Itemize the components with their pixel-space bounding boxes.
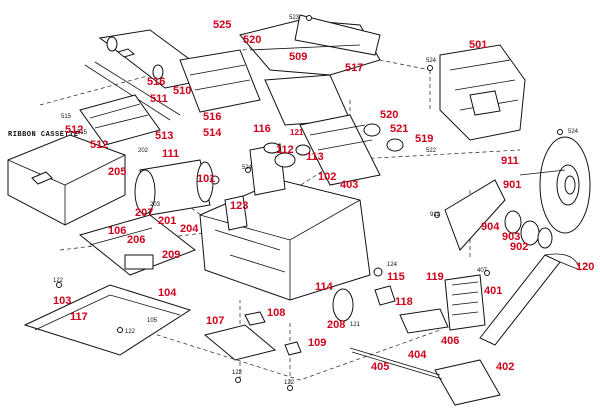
top-bracket-assembly [179, 14, 381, 126]
callout-108: 108 [267, 307, 286, 319]
callout-406: 406 [441, 335, 460, 347]
callout-121: 121 [290, 128, 304, 137]
callout-402: 402 [496, 361, 515, 373]
ribbon-cassette-caption: RIBBON CASSETTE [8, 131, 79, 139]
label-523: 523 [289, 15, 300, 21]
callout-517: 517 [345, 62, 364, 74]
label-202: 202 [138, 148, 149, 154]
callout-107: 107 [206, 315, 225, 327]
label-203: 203 [150, 202, 161, 208]
callout-116: 116 [253, 123, 271, 135]
callout-405: 405 [371, 361, 390, 373]
callout-113: 113 [306, 151, 324, 163]
label-105: 105 [147, 318, 158, 324]
callout-104: 104 [158, 287, 177, 299]
right-gear-disc [519, 136, 591, 234]
callout-904: 904 [481, 221, 500, 233]
label-515-a: 515 [61, 114, 72, 120]
callout-911: 911 [501, 155, 519, 167]
callout-901: 901 [503, 179, 522, 191]
callout-204: 204 [180, 223, 199, 235]
callout-521: 521 [390, 123, 409, 135]
callout-512: 512 [65, 124, 84, 136]
callout-102: 102 [318, 171, 337, 183]
upper-right-frame [439, 44, 526, 141]
callout-117: 117 [70, 311, 88, 323]
callout-401: 401 [484, 285, 503, 297]
callout-201: 201 [158, 215, 177, 227]
callout-209: 209 [162, 249, 181, 261]
callout-520-right: 520 [380, 109, 399, 121]
callout-208: 208 [327, 319, 346, 331]
lower-brackets [203, 311, 302, 361]
callout-114: 114 [315, 281, 333, 293]
callout-118: 118 [395, 296, 413, 308]
callout-123: 123 [230, 200, 249, 212]
callout-404: 404 [408, 349, 427, 361]
callout-205: 205 [108, 166, 127, 178]
head-carriage-bar [79, 94, 161, 146]
lower-right-assembly [349, 274, 501, 406]
label-524-top: 524 [426, 58, 437, 64]
linkage-parts [332, 267, 396, 322]
callout-514: 514 [203, 127, 222, 139]
callout-516: 516 [147, 76, 166, 88]
label-122-bottom2: 122 [284, 380, 295, 386]
callout-120: 120 [576, 261, 595, 273]
timing-belt [479, 253, 581, 346]
label-522: 522 [426, 148, 437, 154]
callout-516-lower: 516 [203, 111, 222, 123]
label-912: 912 [430, 212, 441, 218]
callout-403: 403 [340, 179, 359, 191]
callout-903: 903 [502, 231, 521, 243]
callout-525: 525 [213, 19, 232, 31]
label-124: 124 [387, 262, 398, 268]
label-515-b: 515 [77, 130, 88, 136]
callout-103: 103 [53, 295, 72, 307]
label-122-bottom: 122 [232, 370, 243, 376]
ribbon-cassette [7, 134, 126, 226]
label-524-right: 524 [568, 129, 579, 135]
gear-cluster [263, 123, 404, 168]
label-122-mid: 122 [125, 329, 136, 335]
callout-520: 520 [243, 34, 262, 46]
lower-left-frame [23, 214, 197, 356]
callout-519: 519 [415, 133, 434, 145]
callout-119: 119 [426, 271, 444, 283]
callout-206: 206 [127, 234, 146, 246]
label-122-left: 122 [53, 278, 64, 284]
callout-101: 101 [197, 173, 216, 185]
callout-511: 511 [150, 93, 168, 105]
drive-motor [134, 159, 220, 216]
label-524-mid: 524 [242, 165, 253, 171]
right-bracket [444, 179, 553, 251]
callout-207: 207 [135, 207, 154, 219]
screws [56, 15, 563, 391]
callout-509: 509 [289, 51, 308, 63]
callout-115: 115 [387, 271, 405, 283]
callout-902: 902 [510, 241, 529, 253]
label-407: 407 [477, 268, 488, 274]
callout-512-right: 512 [90, 139, 109, 151]
label-121-low: 121 [350, 322, 361, 328]
callout-513: 513 [155, 130, 174, 142]
callout-501: 501 [469, 39, 488, 51]
callout-109: 109 [308, 337, 327, 349]
central-chassis [199, 114, 381, 301]
callout-510: 510 [173, 85, 192, 97]
callout-106: 106 [108, 225, 127, 237]
callout-112: 112 [276, 144, 294, 156]
callout-111: 111 [162, 148, 180, 160]
